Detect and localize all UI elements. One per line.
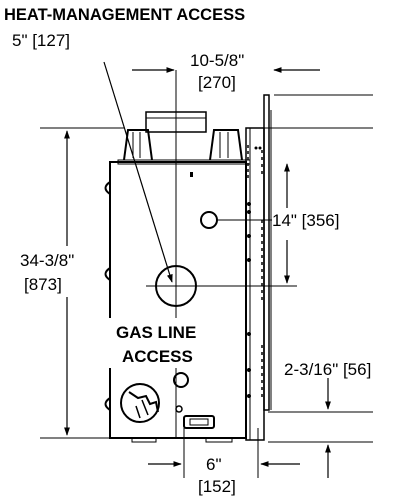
gas-line-access-label: GAS LINE xyxy=(116,323,196,342)
lower-access-hole xyxy=(173,372,189,388)
dim-6in-label: 6" xyxy=(206,455,222,474)
leader-5in xyxy=(103,61,173,283)
gas-line-access-label-2: ACCESS xyxy=(122,347,193,366)
dim-2-3-16-label: 2-3/16" [56] xyxy=(284,360,371,379)
left-top-vent xyxy=(123,129,153,161)
extension-lines xyxy=(40,70,373,478)
dim-height-metric: [873] xyxy=(24,275,62,294)
heat-management-access-label: HEAT-MANAGEMENT ACCESS xyxy=(4,6,245,24)
gas-fitting xyxy=(183,415,215,429)
dim-14in-label: 14" [356] xyxy=(272,211,339,230)
dim-5in-label: 5" [127] xyxy=(12,31,70,50)
nailing-strip xyxy=(263,94,270,411)
unit-box xyxy=(109,161,247,439)
dim-height-label: 34-3/8" xyxy=(20,251,74,270)
dim-6in-metric: [152] xyxy=(198,477,236,496)
right-top-vent xyxy=(209,129,243,161)
dim-width-top-label: 10-5/8" xyxy=(190,51,244,70)
dimension-arrows xyxy=(64,61,331,478)
bottom-cutout xyxy=(120,383,160,423)
dim-width-top-metric: [270] xyxy=(198,73,236,92)
upper-access-hole xyxy=(200,211,218,229)
